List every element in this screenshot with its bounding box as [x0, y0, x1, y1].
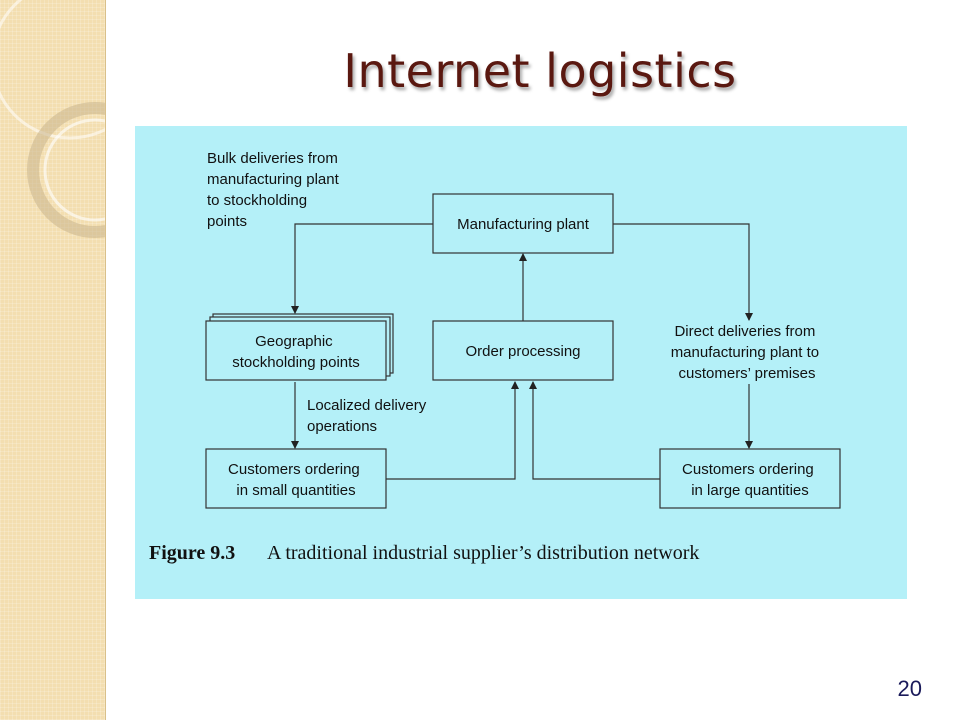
decorative-circles	[0, 0, 105, 238]
figure-caption: Figure 9.3 A traditional industrial supp…	[149, 542, 699, 564]
arrow-small-to-order	[386, 381, 519, 480]
arrow-plant-to-direct	[613, 223, 753, 321]
manufacturing-plant-label: Manufacturing plant	[457, 216, 590, 233]
direct-deliveries-line3: customers’ premises	[679, 365, 816, 382]
bulk-deliveries-label-line1: Bulk deliveries from	[207, 150, 338, 167]
geographic-label-line2: stockholding points	[232, 354, 360, 371]
direct-deliveries-line1: Direct deliveries from	[674, 323, 815, 340]
geographic-stockholding-node: Geographic stockholding points	[205, 313, 394, 381]
slide-title: Internet logistics	[343, 44, 737, 98]
decorative-sidebar	[0, 0, 106, 720]
distribution-network-figure: Bulk deliveries from manufacturing plant…	[135, 126, 907, 599]
order-processing-label: Order processing	[465, 343, 580, 360]
customers-large-quantities-node: Customers ordering in large quantities	[659, 448, 841, 509]
figure-caption-text: A traditional industrial supplier’s dist…	[267, 542, 699, 564]
geographic-label-line1: Geographic	[255, 333, 333, 350]
arrow-plant-to-stockholding	[291, 223, 433, 314]
manufacturing-plant-node: Manufacturing plant	[432, 193, 614, 254]
bulk-deliveries-label: Bulk deliveries from manufacturing plant…	[207, 150, 343, 230]
customers-large-line1: Customers ordering	[682, 461, 814, 478]
bulk-deliveries-label-line2: manufacturing plant	[207, 171, 340, 188]
localized-delivery-label: Localized delivery operations	[307, 397, 430, 435]
connectors	[291, 223, 753, 480]
customers-large-label: Customers ordering in large quantities	[682, 461, 818, 499]
localized-delivery-line2: operations	[307, 418, 377, 435]
bulk-deliveries-label-line3: to stockholding	[207, 192, 307, 209]
customers-small-label: Customers ordering in small quantities	[228, 461, 364, 499]
distribution-network-diagram: Bulk deliveries from manufacturing plant…	[149, 150, 841, 564]
customers-small-quantities-node: Customers ordering in small quantities	[205, 448, 387, 509]
arrow-large-to-order	[529, 381, 660, 480]
customers-large-line2: in large quantities	[691, 482, 809, 499]
order-processing-node: Order processing	[432, 320, 614, 381]
customers-small-line1: Customers ordering	[228, 461, 360, 478]
geographic-stockholding-label: Geographic stockholding points	[232, 333, 360, 371]
bulk-deliveries-label-line4: points	[207, 213, 247, 230]
direct-deliveries-line2: manufacturing plant to	[671, 344, 819, 361]
direct-deliveries-label: Direct deliveries from manufacturing pla…	[671, 323, 824, 382]
localized-delivery-line1: Localized delivery	[307, 397, 427, 414]
figure-number: Figure 9.3	[149, 542, 235, 564]
page-number: 20	[897, 676, 922, 701]
customers-small-line2: in small quantities	[236, 482, 355, 499]
